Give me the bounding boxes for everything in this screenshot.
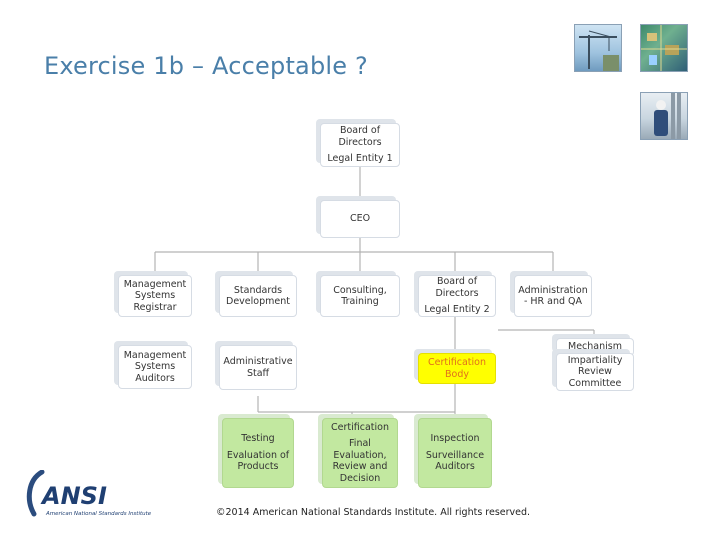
- engineer-photo: [640, 92, 688, 140]
- box-label: Inspection: [430, 433, 480, 445]
- box-label: Administration - HR and QA: [518, 284, 588, 307]
- box-board-of-directors-entity-2: Board of Directors Legal Entity 2: [418, 275, 496, 317]
- box-administrative-staff: Administrative Staff: [219, 345, 297, 390]
- ansi-logo: ANSI American National Standards Institu…: [24, 469, 174, 526]
- box-label: Standards Development: [226, 284, 290, 307]
- box-label: Management Systems Registrar: [123, 278, 187, 313]
- slide-title: Exercise 1b – Acceptable ?: [44, 52, 368, 80]
- box-impartiality-review-committee: Impartiality Review Committee: [556, 353, 634, 391]
- box-standards-development: Standards Development: [219, 275, 297, 317]
- box-label: Mechanism: [568, 341, 622, 353]
- box-label: Administrative Staff: [223, 356, 293, 379]
- box-label: Certification Body: [428, 357, 486, 380]
- copyright-footer: ©2014 American National Standards Instit…: [216, 507, 531, 518]
- circuit-board-photo: [640, 24, 688, 72]
- box-label: Certification: [331, 422, 389, 434]
- box-certification-body: Certification Body: [418, 353, 496, 384]
- box-management-systems-registrar: Management Systems Registrar: [118, 275, 192, 317]
- box-sublabel: Surveillance Auditors: [425, 449, 485, 473]
- box-label: CEO: [349, 213, 371, 225]
- box-sublabel: Legal Entity 1: [327, 153, 393, 165]
- box-sublabel: Evaluation of Products: [226, 449, 290, 473]
- box-management-systems-auditors: Management Systems Auditors: [118, 345, 192, 389]
- box-consulting-training: Consulting, Training: [320, 275, 400, 317]
- box-ceo: CEO: [320, 200, 400, 238]
- box-inspection: Inspection Surveillance Auditors: [418, 418, 492, 488]
- box-administration-hr-qa: Administration - HR and QA: [514, 275, 592, 317]
- box-testing: Testing Evaluation of Products: [222, 418, 294, 488]
- box-label: Board of Directors: [435, 276, 479, 299]
- box-sublabel: Legal Entity 2: [424, 304, 490, 316]
- svg-text:American National Standards In: American National Standards Institute: [45, 511, 152, 517]
- crane-photo: [574, 24, 622, 72]
- svg-text:ANSI: ANSI: [40, 482, 107, 510]
- box-board-of-directors-entity-1: Board of Directors Legal Entity 1: [320, 123, 400, 167]
- box-label: Testing: [241, 433, 275, 445]
- box-label: Management Systems Auditors: [123, 349, 187, 384]
- box-label: Board of Directors: [338, 125, 382, 148]
- box-sublabel: Final Evaluation, Review and Decision: [332, 438, 388, 484]
- box-label: Consulting, Training: [333, 284, 387, 307]
- box-certification-decision: Certification Final Evaluation, Review a…: [322, 418, 398, 488]
- box-label: Impartiality Review Committee: [567, 354, 623, 389]
